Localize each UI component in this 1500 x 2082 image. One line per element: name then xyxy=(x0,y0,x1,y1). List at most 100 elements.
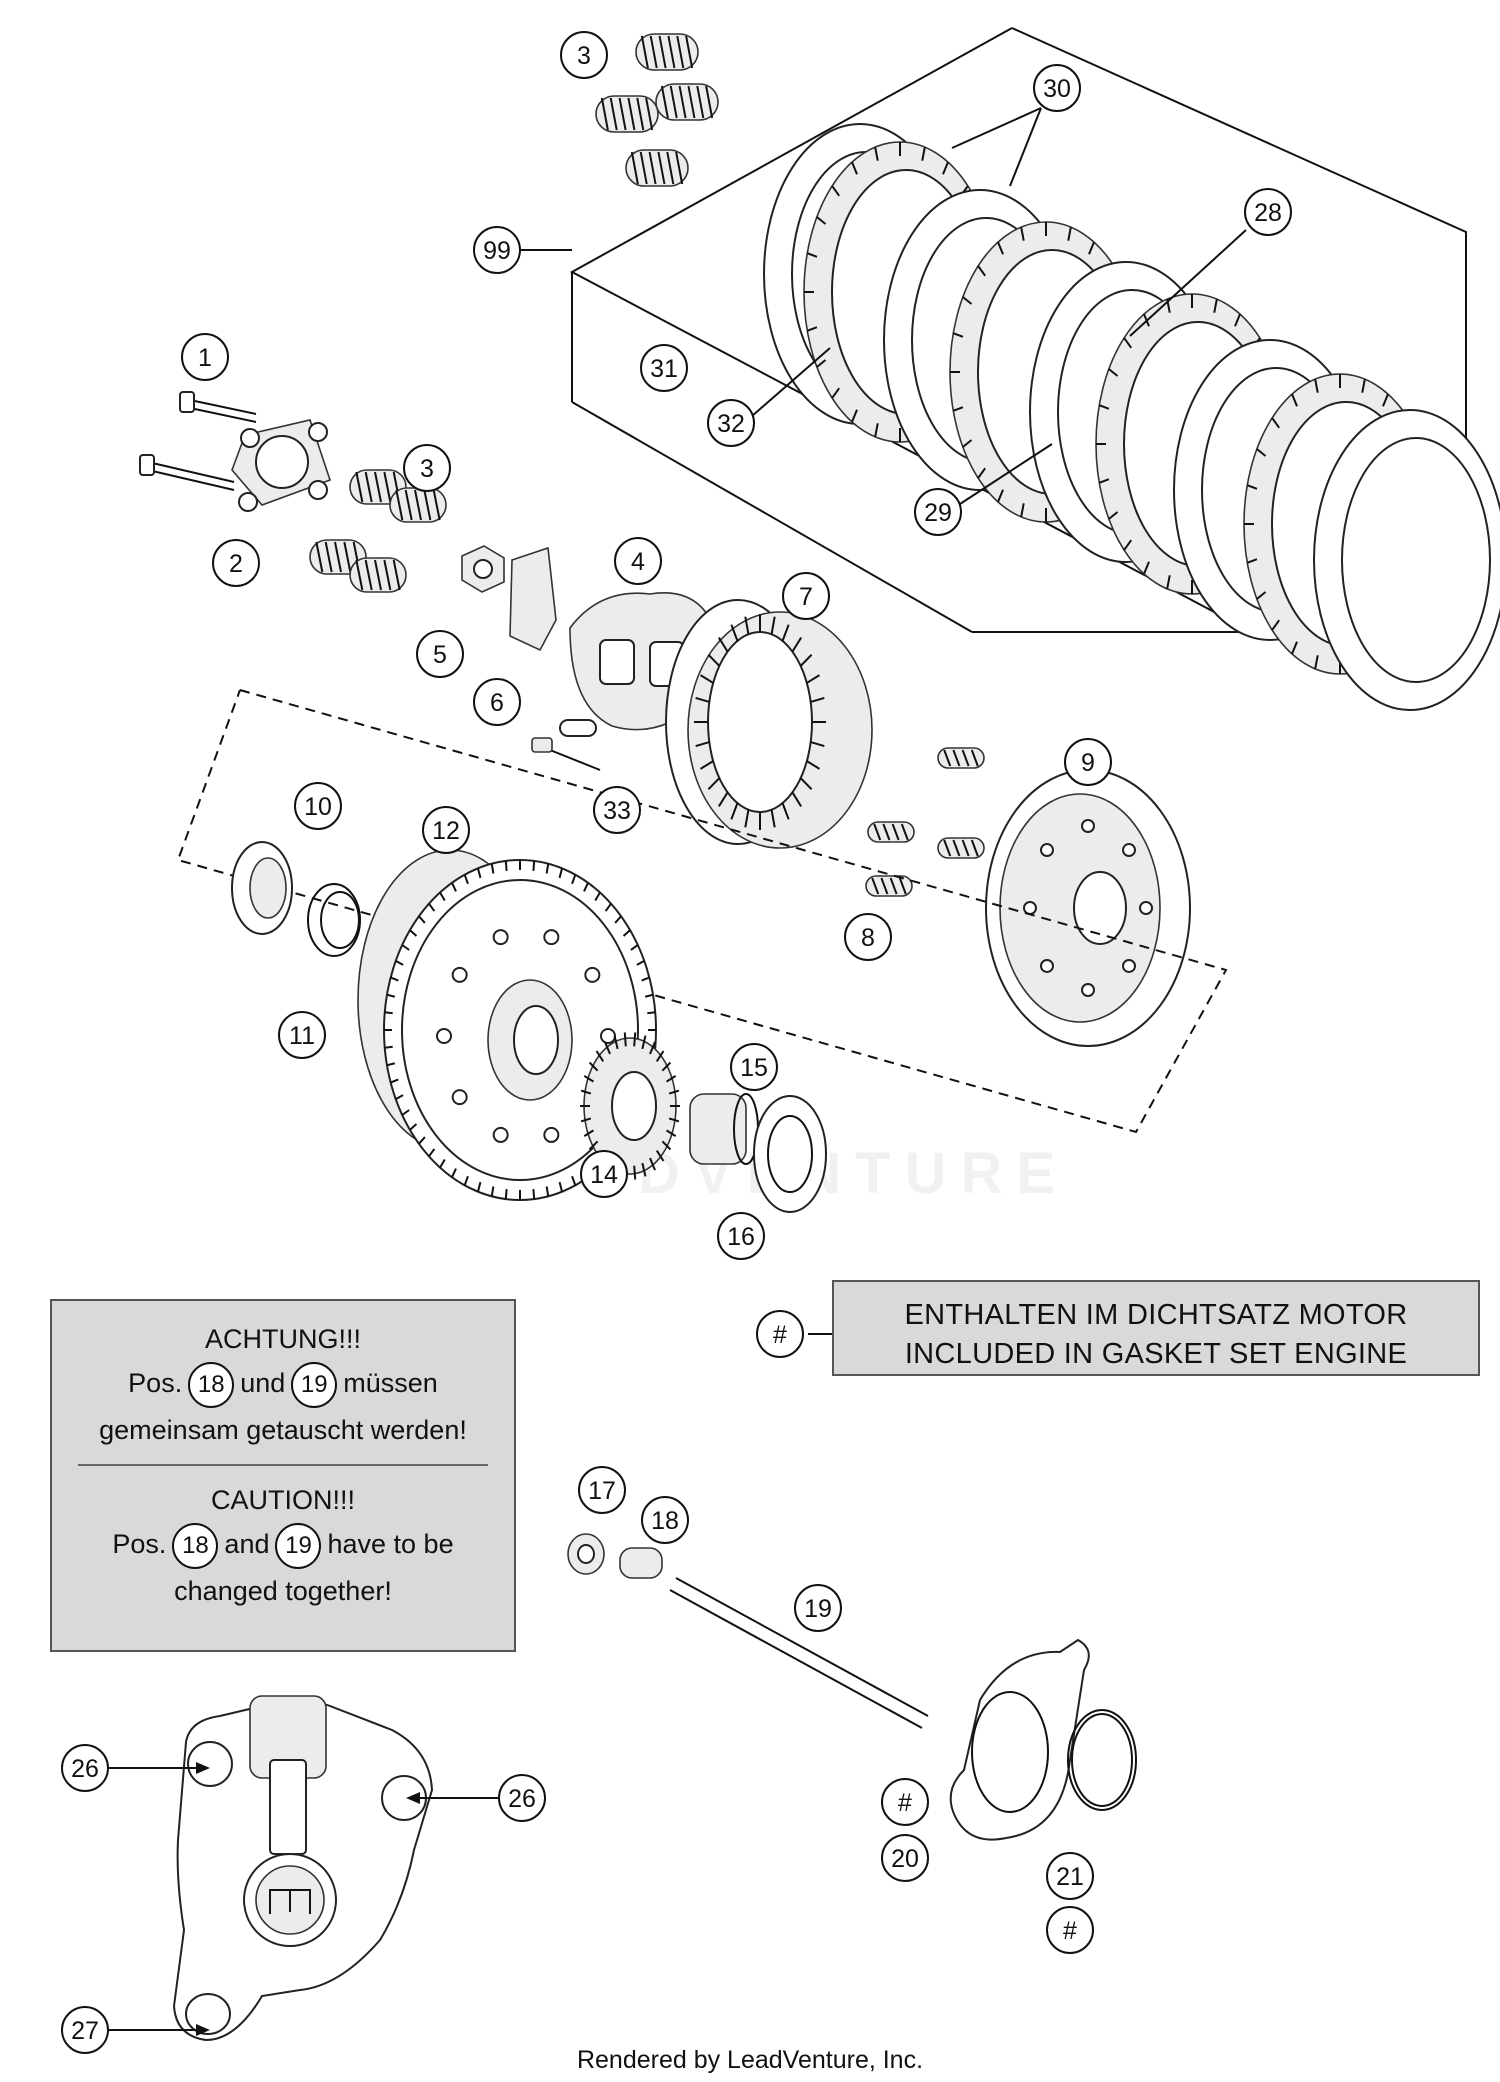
seal-and-circlip xyxy=(231,841,361,957)
callout-30: 30 xyxy=(1033,64,1081,112)
ref-19-en: 19 xyxy=(275,1522,322,1569)
basket-tooth xyxy=(439,1158,446,1169)
hub-tooth xyxy=(806,760,820,770)
spring-top-2 xyxy=(655,83,719,121)
hub-tooth xyxy=(744,809,750,828)
gear-tooth xyxy=(588,1061,599,1072)
callout-h3: # xyxy=(1046,1906,1094,1954)
svg-text:5: 5 xyxy=(433,641,447,669)
warning-title-en: CAUTION!!! xyxy=(210,1484,355,1515)
callout-h1: # xyxy=(756,1310,804,1358)
gasket-note-de: ENTHALTEN IM DICHTSATZ MOTOR xyxy=(904,1299,1408,1331)
warning-have-en: have to be xyxy=(327,1528,454,1559)
basket-tooth xyxy=(463,1175,469,1186)
spring-top-0 xyxy=(635,33,699,71)
hub-tooth xyxy=(700,760,714,770)
callout-21: 21 xyxy=(1046,1852,1094,1900)
gasket-note-en: INCLUDED IN GASKET SET ENGINE xyxy=(904,1338,1408,1370)
hub-tooth xyxy=(799,653,813,667)
basket-tooth xyxy=(622,929,631,937)
hub-tooth xyxy=(744,616,750,635)
basket-hole xyxy=(492,929,509,946)
svg-text:30: 30 xyxy=(1043,75,1071,103)
basket-tooth xyxy=(386,993,396,998)
basket-hole xyxy=(436,1028,452,1044)
basket-tooth xyxy=(571,874,577,885)
warning-line2-en: changed together! xyxy=(174,1575,392,1606)
basket-tooth xyxy=(630,944,639,951)
gear-tooth xyxy=(649,1041,656,1055)
basket-tooth xyxy=(490,863,495,874)
gear-tooth xyxy=(668,1089,680,1095)
callout-17: 17 xyxy=(578,1466,626,1514)
svg-text:26: 26 xyxy=(71,1755,99,1783)
svg-text:9: 9 xyxy=(1081,749,1095,777)
basket-tooth xyxy=(636,959,645,966)
svg-text:11: 11 xyxy=(289,1022,315,1050)
basket-tooth xyxy=(409,1123,418,1131)
callout-32: 32 xyxy=(707,399,755,447)
spring-mid-b-1 xyxy=(349,557,407,593)
basket-tooth xyxy=(477,1181,482,1192)
hub-tooth xyxy=(707,777,721,791)
hub-tooth xyxy=(770,809,776,828)
svg-text:8: 8 xyxy=(861,924,875,952)
callout-9: 9 xyxy=(1064,738,1112,786)
basket-tooth xyxy=(490,1186,495,1197)
svg-text:99: 99 xyxy=(483,237,511,265)
callout-5: 5 xyxy=(416,630,464,678)
inner-clutch-hub xyxy=(665,599,873,849)
hub-tooth xyxy=(695,741,710,747)
callout-8: 8 xyxy=(844,913,892,961)
plate-hole xyxy=(1039,843,1054,858)
hub-tooth xyxy=(770,616,776,635)
gear-tooth xyxy=(623,1032,627,1047)
callout-16: 16 xyxy=(717,1212,765,1260)
callout-19: 19 xyxy=(794,1584,842,1632)
gear-tooth xyxy=(613,1035,619,1050)
spring-top-1 xyxy=(595,95,659,133)
plate-hole xyxy=(1139,901,1153,915)
svg-text:12: 12 xyxy=(432,817,460,845)
gear-tooth xyxy=(661,1140,672,1151)
hub-tooth xyxy=(781,802,790,820)
hub-tooth xyxy=(717,637,729,653)
basket-tooth xyxy=(428,903,436,912)
gear-tooth xyxy=(649,1157,656,1171)
gear-tooth xyxy=(668,1117,680,1123)
warning-pos-en: Pos. xyxy=(112,1528,167,1559)
callout-11: 11 xyxy=(278,1011,326,1059)
gear-tooth xyxy=(588,1140,599,1151)
render-credit: Rendered by LeadVenture, Inc. xyxy=(576,2046,924,2074)
basket-tooth xyxy=(451,1168,457,1178)
gear-tooth xyxy=(595,1050,605,1062)
basket-tooth xyxy=(395,959,404,966)
basket-tooth xyxy=(558,868,563,879)
gear-tooth xyxy=(583,1129,594,1137)
clutch-springs-mid xyxy=(309,469,447,593)
gear-bearing-washer xyxy=(580,1032,827,1213)
plate-hole xyxy=(1081,983,1095,997)
callout-10: 10 xyxy=(294,782,342,830)
basket-tooth xyxy=(418,1136,426,1145)
svg-text:#: # xyxy=(773,1321,787,1349)
spring-small-2 xyxy=(937,837,985,859)
basket-hole xyxy=(451,966,468,983)
svg-text:10: 10 xyxy=(304,793,332,821)
callout-18: 18 xyxy=(641,1496,689,1544)
basket-tooth xyxy=(401,944,410,951)
warning-pos-de: Pos. xyxy=(128,1368,183,1398)
pressure-plate xyxy=(985,769,1191,1047)
gear-tooth xyxy=(655,1050,665,1062)
svg-text:31: 31 xyxy=(650,355,678,383)
hub-tooth xyxy=(700,674,714,684)
callout-26b: 26 xyxy=(498,1774,546,1822)
warning-must-de: müssen xyxy=(343,1368,438,1398)
svg-text:3: 3 xyxy=(420,455,434,483)
basket-tooth xyxy=(451,882,457,892)
basket-tooth xyxy=(395,1094,404,1101)
svg-text:28: 28 xyxy=(1254,199,1282,227)
callout-31: 31 xyxy=(640,344,688,392)
basket-tooth xyxy=(428,1148,436,1157)
